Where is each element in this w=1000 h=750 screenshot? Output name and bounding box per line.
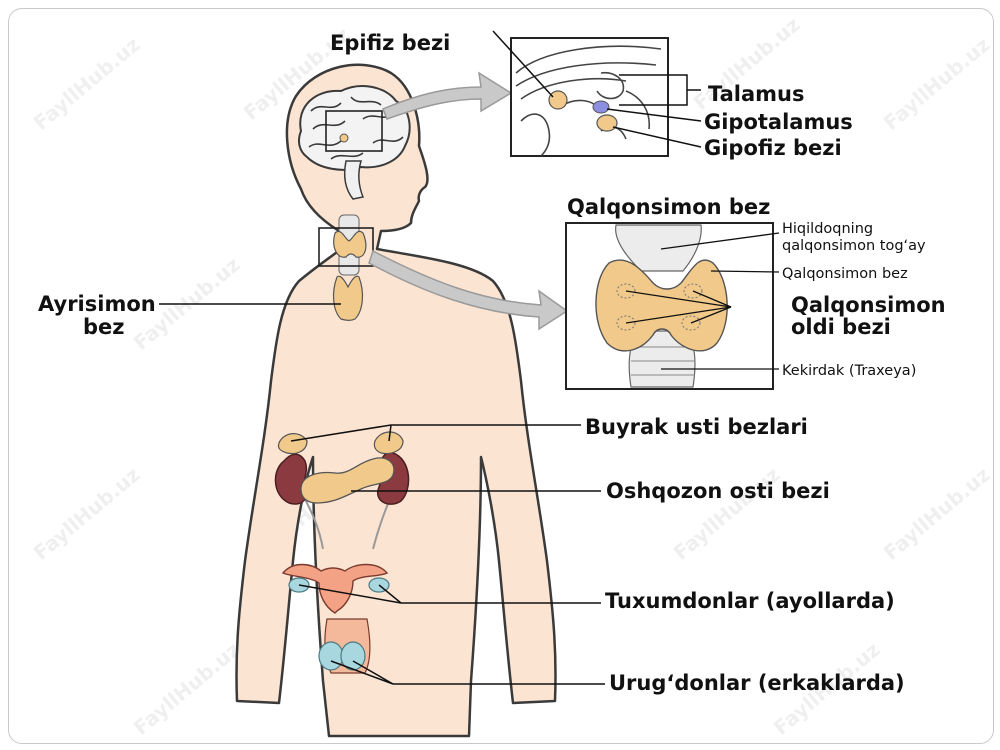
label-hypothalamus: Gipotalamus: [704, 110, 853, 134]
watermark: FayllHub.uz: [29, 462, 145, 565]
label-pineal: Epifiz bezi: [330, 31, 450, 55]
ovary-leader: [298, 584, 402, 604]
label-thalamus: Talamus: [708, 82, 805, 106]
brain-zoom-box: [325, 110, 383, 152]
watermark: FayllHub.uz: [129, 637, 245, 740]
label-pituitary: Gipofiz bezi: [704, 136, 842, 160]
testis-leader: [330, 660, 394, 685]
label-thyroid-title: Qalqonsimon bez: [567, 195, 770, 219]
testes: [318, 618, 371, 674]
parathyroid-leader: [690, 306, 732, 324]
ovary-leader: [378, 584, 402, 604]
label-adrenal: Buyrak usti bezlari: [585, 415, 808, 439]
body-silhouette: [235, 63, 557, 738]
label-thyroid-cartilage: Hiqildoqning: [782, 221, 873, 237]
adrenal-leader: [290, 424, 392, 442]
endocrine-diagram: FayllHub.uz FayllHub.uz FayllHub.uz Fayl…: [29, 12, 993, 740]
watermark: FayllHub.uz: [669, 462, 785, 565]
watermark: FayllHub.uz: [879, 462, 993, 565]
label-parathyroid: Qalqonsimon: [791, 293, 946, 317]
slide-frame: FayllHub.uz FayllHub.uz FayllHub.uz Fayl…: [8, 8, 994, 744]
parathyroid-leader: [625, 290, 732, 308]
thyroid-gland-leader: [710, 270, 780, 273]
parathyroid-leader: [625, 306, 732, 324]
pineal-leader: [492, 30, 554, 98]
label-thymus: Ayrisimon: [38, 292, 156, 316]
parathyroid-leader: [692, 290, 732, 308]
label-thyroid-gland: Qalqonsimon bez: [782, 266, 908, 282]
label-ovaries: Tuxumdonlar (ayollarda): [605, 589, 895, 613]
watermark: FayllHub.uz: [29, 32, 145, 135]
label-testes: Urug‘donlar (erkaklarda): [609, 671, 905, 695]
label-parathyroid: oldi bezi: [791, 315, 891, 339]
pituitary-leader: [612, 126, 702, 148]
thymus: [332, 275, 364, 322]
thyroid-zoom-arrow: [368, 249, 569, 331]
thyroid-zoom-box: [318, 227, 374, 267]
label-thyroid-cartilage: qalqonsimon tog‘ay: [782, 238, 926, 254]
neck-thyroid: [333, 214, 367, 276]
cartilage-leader: [660, 232, 780, 250]
brain-inset: [510, 37, 669, 157]
label-thymus: bez: [83, 315, 125, 339]
thyroid-inset: [565, 222, 774, 390]
label-pancreas: Oshqozon osti bezi: [606, 479, 830, 503]
thalamus-bracket: [619, 74, 701, 106]
hypothalamus-leader: [606, 108, 702, 122]
label-trachea: Kekirdak (Traxeya): [782, 363, 916, 379]
adrenal-leader: [388, 424, 392, 442]
watermark: FayllHub.uz: [879, 32, 993, 135]
testis-leader: [352, 660, 394, 685]
